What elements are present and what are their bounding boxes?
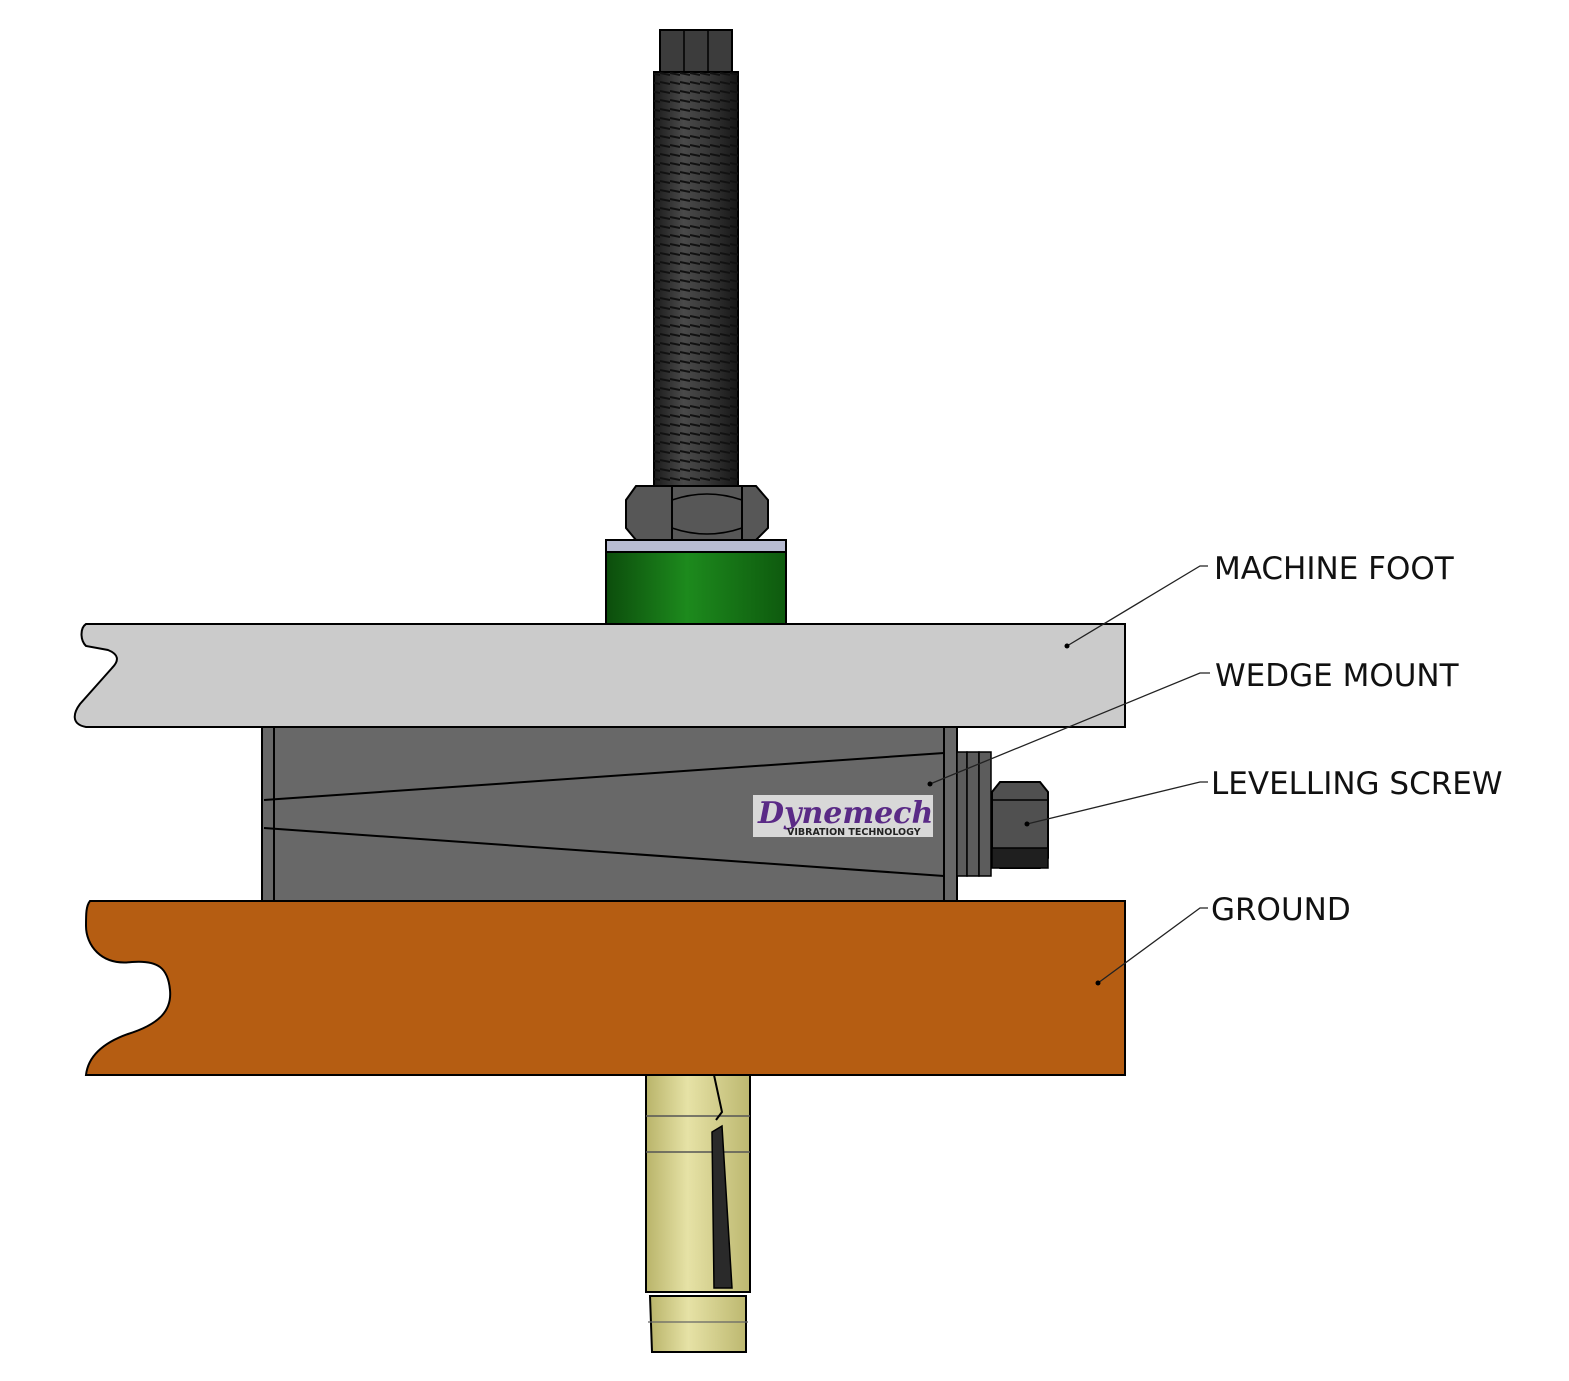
levelling-screw-head <box>991 781 1049 869</box>
leader-machine-foot <box>1066 565 1208 647</box>
threaded-stud <box>653 29 739 491</box>
leader-wedge-mount <box>929 672 1210 785</box>
label-levelling-screw: LEVELLING SCREW <box>1211 766 1503 802</box>
leader-dots <box>927 643 1101 986</box>
logo-brand: Dynemech <box>757 796 933 831</box>
logo-tagline: VIBRATION TECHNOLOGY <box>787 827 921 838</box>
anchor-slot <box>711 1124 733 1289</box>
dynemech-logo: Dynemech VIBRATION TECHNOLOGY <box>753 795 933 838</box>
label-machine-foot: MACHINE FOOT <box>1214 551 1455 587</box>
green-washer <box>605 539 787 625</box>
wedge-lower-line <box>263 827 945 877</box>
label-wedge-mount: WEDGE MOUNT <box>1215 658 1460 694</box>
ground-slab <box>84 900 1126 1076</box>
label-ground: GROUND <box>1211 892 1351 928</box>
stud-hex-top <box>659 29 733 73</box>
machine-foot-plate <box>73 623 1126 728</box>
leader-levelling-screw <box>1026 781 1208 825</box>
leader-lines <box>929 565 1210 984</box>
leader-ground <box>1097 907 1208 984</box>
hex-nut <box>625 485 769 541</box>
anchor-bolt <box>645 1074 751 1353</box>
wedge-upper-line <box>263 752 945 801</box>
